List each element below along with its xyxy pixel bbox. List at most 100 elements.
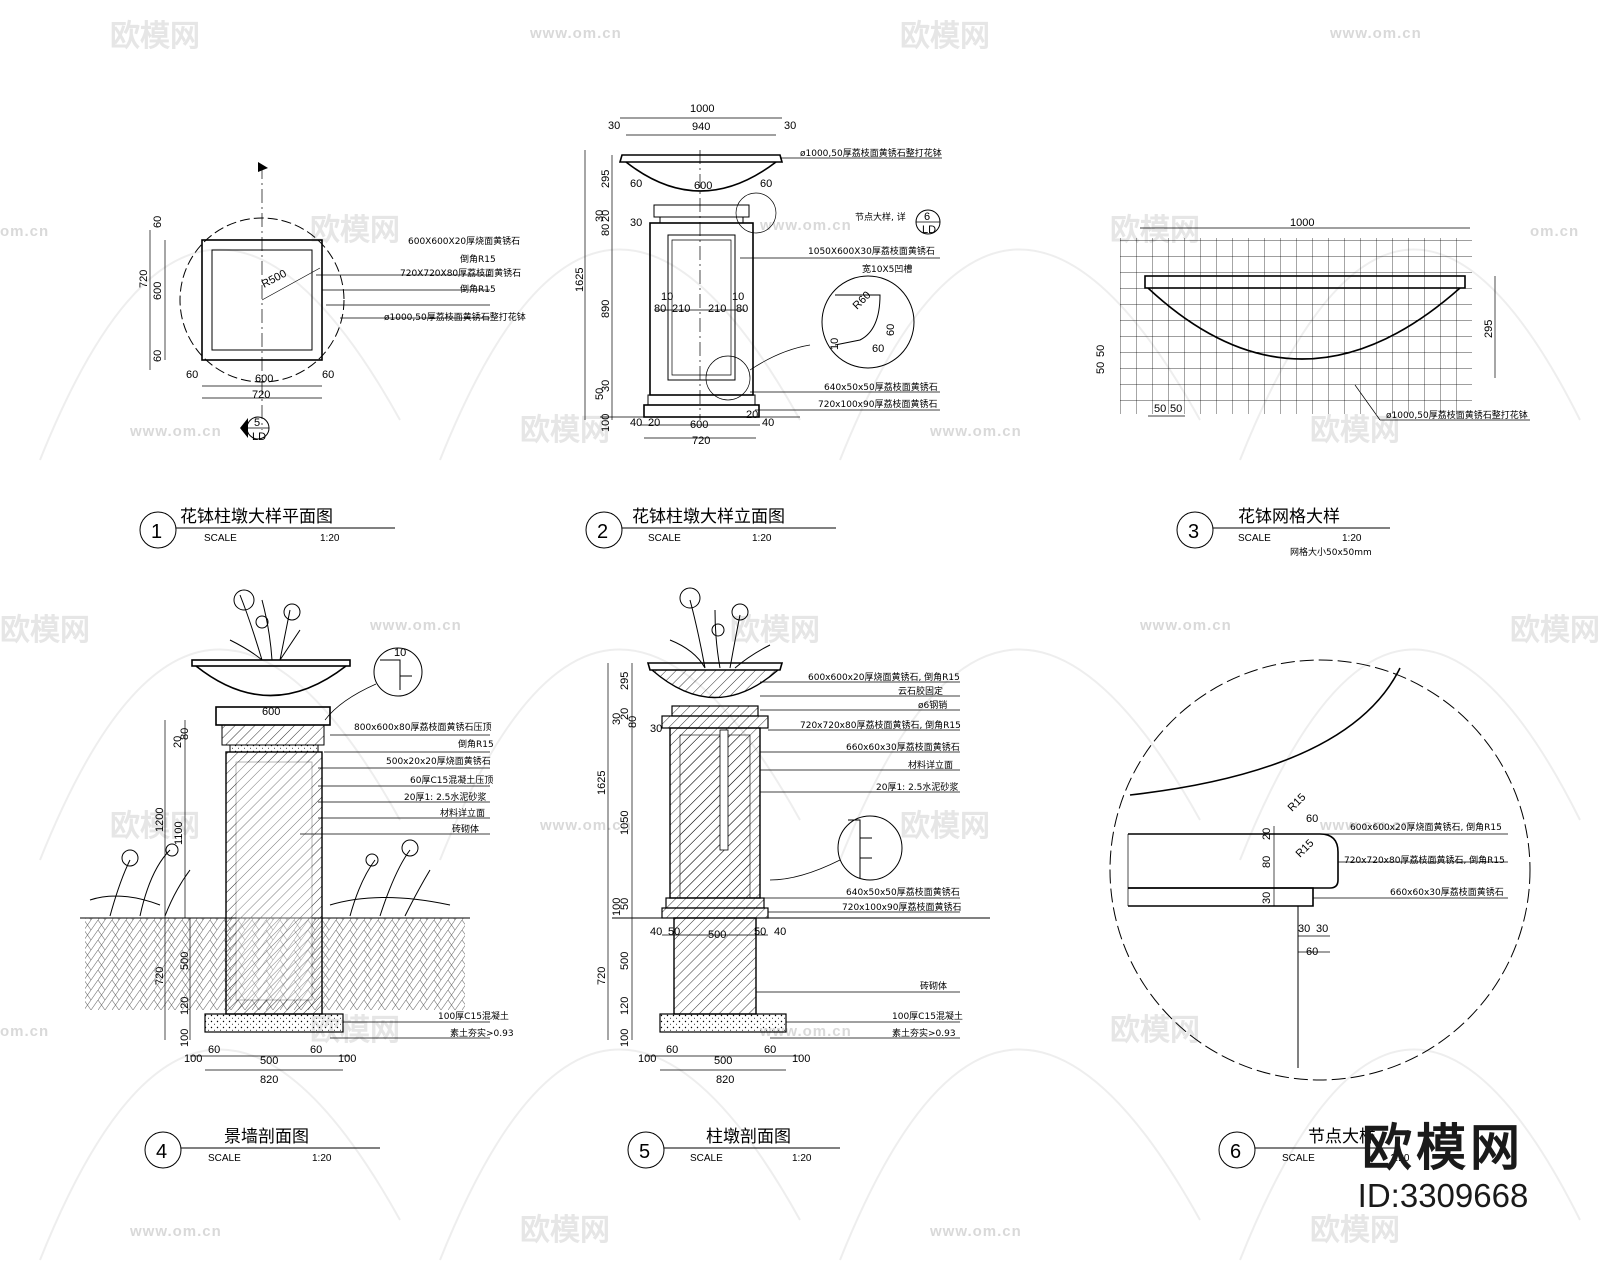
plan-label: 720X720X80厚荔枝面黄锈石 bbox=[400, 267, 521, 279]
watermark-brand: 欧模网 bbox=[0, 614, 90, 647]
elev-dim: 20 bbox=[648, 417, 660, 429]
pier-label: 640x50x50厚荔枝面黄锈石 bbox=[846, 886, 960, 898]
wall-label: 60厚C15混凝土压顶 bbox=[410, 774, 493, 786]
wall-dim: 1100 bbox=[173, 821, 185, 845]
grid-view: 1000 295 50 50 50 50 ø1000,50厚荔枝面黄锈石整打花钵 bbox=[1095, 217, 1530, 421]
drawing-title: 花钵柱墩大样立面图 bbox=[632, 507, 785, 527]
pier-dim: 20 bbox=[619, 708, 631, 720]
plan-label: 600X600X20厚烧面黄锈石 bbox=[408, 235, 520, 247]
wall-section-view: 600 20 80 1200 1100 720 500 120 100 100 … bbox=[80, 589, 514, 1086]
elev-dim: 940 bbox=[692, 121, 710, 133]
watermark-url: www.om.cn bbox=[369, 617, 462, 634]
wall-label: 素土夯实>0.93 bbox=[450, 1027, 514, 1039]
elev-dim: 40 bbox=[762, 417, 774, 429]
wall-dim: 100 bbox=[179, 1029, 191, 1047]
elev-callout: 60 bbox=[872, 343, 884, 355]
wall-dim: 600 bbox=[262, 706, 280, 718]
elev-dim: 20 bbox=[600, 210, 612, 222]
pier-dim: 50 bbox=[619, 898, 631, 910]
watermark-url: www.om.cn bbox=[929, 423, 1022, 440]
wall-dim: 60 bbox=[208, 1044, 220, 1056]
pier-dim: 1625 bbox=[596, 771, 608, 795]
elev-detail-tag: 6 bbox=[924, 211, 930, 223]
pier-dim: 120 bbox=[619, 997, 631, 1015]
pier-section-view: 295 30 20 80 30 1625 1050 50 100 720 500… bbox=[596, 587, 990, 1086]
grid-dim: 50 bbox=[1170, 403, 1182, 415]
node-dim: 30 bbox=[1261, 892, 1273, 904]
pier-label: 720x720x80厚荔枝面黄锈石, 倒角R15 bbox=[800, 719, 961, 731]
node-detail-view: R15 60 R15 20 80 30 30 30 60 600x600x20厚… bbox=[1109, 659, 1531, 1081]
pier-label: 720x100x90厚荔枝面黄锈石 bbox=[842, 901, 961, 913]
plan-section-tag: 5 bbox=[254, 417, 260, 429]
pier-dim: 40 bbox=[774, 926, 786, 938]
elev-label: 节点大样, 详 bbox=[855, 211, 906, 223]
watermark-brand: 欧模网 bbox=[1110, 1014, 1200, 1047]
elev-label: 640x50x50厚荔枝面黄锈石 bbox=[824, 381, 938, 393]
brand-badge: 欧模网 ID:3309668 bbox=[1338, 1120, 1548, 1216]
pier-label: 600x600x20厚烧面黄锈石, 倒角R15 bbox=[808, 671, 960, 683]
title-block-6: 6 节点大样 SCALE 1:20 bbox=[1218, 1127, 1410, 1169]
watermark-brand: 欧模网 bbox=[520, 1214, 610, 1247]
drawing-number: 4 bbox=[156, 1141, 167, 1163]
drawing-number: 1 bbox=[151, 521, 162, 543]
elev-inner-dim: 210 bbox=[708, 303, 726, 315]
scale-label: SCALE bbox=[208, 1153, 241, 1164]
watermark-url: www.om.cn bbox=[1319, 817, 1412, 834]
pier-dim: 50 bbox=[754, 926, 766, 938]
watermark-brand: 欧模网 bbox=[310, 214, 400, 247]
watermark-brand: 欧模网 bbox=[1510, 614, 1600, 647]
elev-dim: 890 bbox=[600, 300, 612, 318]
elev-dim: 40 bbox=[630, 417, 642, 429]
pier-label: 材料详立面 bbox=[908, 759, 953, 771]
wall-dim: 80 bbox=[179, 728, 191, 740]
wall-dim: 1200 bbox=[154, 808, 166, 832]
scale-label: SCALE bbox=[204, 533, 237, 544]
pier-dim: 60 bbox=[666, 1044, 678, 1056]
wall-dim: 120 bbox=[179, 997, 191, 1015]
pier-dim: 50 bbox=[668, 926, 680, 938]
wall-dim: 720 bbox=[154, 967, 166, 985]
node-label: 600x600x20厚烧面黄锈石, 倒角R15 bbox=[1350, 821, 1502, 833]
elev-callout: R60 bbox=[851, 289, 874, 312]
scale-value: 1:20 bbox=[752, 533, 772, 544]
drawing-title: 花钵网格大样 bbox=[1238, 507, 1340, 527]
plan-section-ref: LD bbox=[252, 431, 266, 443]
grid-label: ø1000,50厚荔枝面黄锈石整打花钵 bbox=[1386, 409, 1528, 421]
watermark-url: om.cn bbox=[0, 223, 49, 240]
node-dim: 60 bbox=[1306, 946, 1318, 958]
wall-dim: 100 bbox=[184, 1053, 202, 1065]
pier-dim: 100 bbox=[619, 1029, 631, 1047]
elev-dim: 60 bbox=[760, 178, 772, 190]
elev-dim: 60 bbox=[630, 178, 642, 190]
pier-dim: 295 bbox=[619, 672, 631, 690]
title-block-4: 4 景墙剖面图 SCALE 1:20 bbox=[144, 1127, 380, 1169]
elev-dim: 100 bbox=[600, 414, 612, 432]
drawing-title: 节点大样 bbox=[1308, 1127, 1376, 1147]
plan-dim: 60 bbox=[152, 216, 164, 228]
watermark-brand: 欧模网 bbox=[900, 810, 990, 843]
elev-inner-dim: 10 bbox=[661, 291, 673, 303]
elev-dim: 20 bbox=[746, 409, 758, 421]
pier-dim: 40 bbox=[650, 926, 662, 938]
wall-dim: 500 bbox=[179, 952, 191, 970]
elev-dim: 600 bbox=[690, 419, 708, 431]
scale-value: 1:20 bbox=[320, 533, 340, 544]
elev-label: ø1000,50厚荔枝面黄锈石整打花钵 bbox=[800, 147, 942, 159]
elev-dim: 600 bbox=[694, 180, 712, 192]
pier-dim: 80 bbox=[627, 716, 639, 728]
scale-value: 1:20 bbox=[792, 1153, 812, 1164]
plan-dim: 60 bbox=[186, 369, 198, 381]
title-block-5: 5 柱墩剖面图 SCALE 1:20 bbox=[627, 1127, 840, 1169]
elevation-view: 1000 30 940 30 60 600 60 30 1625 295 30 … bbox=[574, 103, 942, 447]
scale-label: SCALE bbox=[648, 533, 681, 544]
grid-dim: 295 bbox=[1483, 320, 1495, 338]
plan-dim: 720 bbox=[138, 270, 150, 288]
plan-label: 倒角R15 bbox=[460, 283, 496, 295]
drawing-title: 柱墩剖面图 bbox=[706, 1127, 791, 1147]
grid-dim: 50 bbox=[1095, 362, 1107, 374]
wall-label: 材料详立面 bbox=[440, 807, 485, 819]
pier-dim: 500 bbox=[708, 929, 726, 941]
wall-dim: 820 bbox=[260, 1074, 278, 1086]
elev-callout: 60 bbox=[885, 324, 897, 336]
pier-dim: 500 bbox=[714, 1055, 732, 1067]
